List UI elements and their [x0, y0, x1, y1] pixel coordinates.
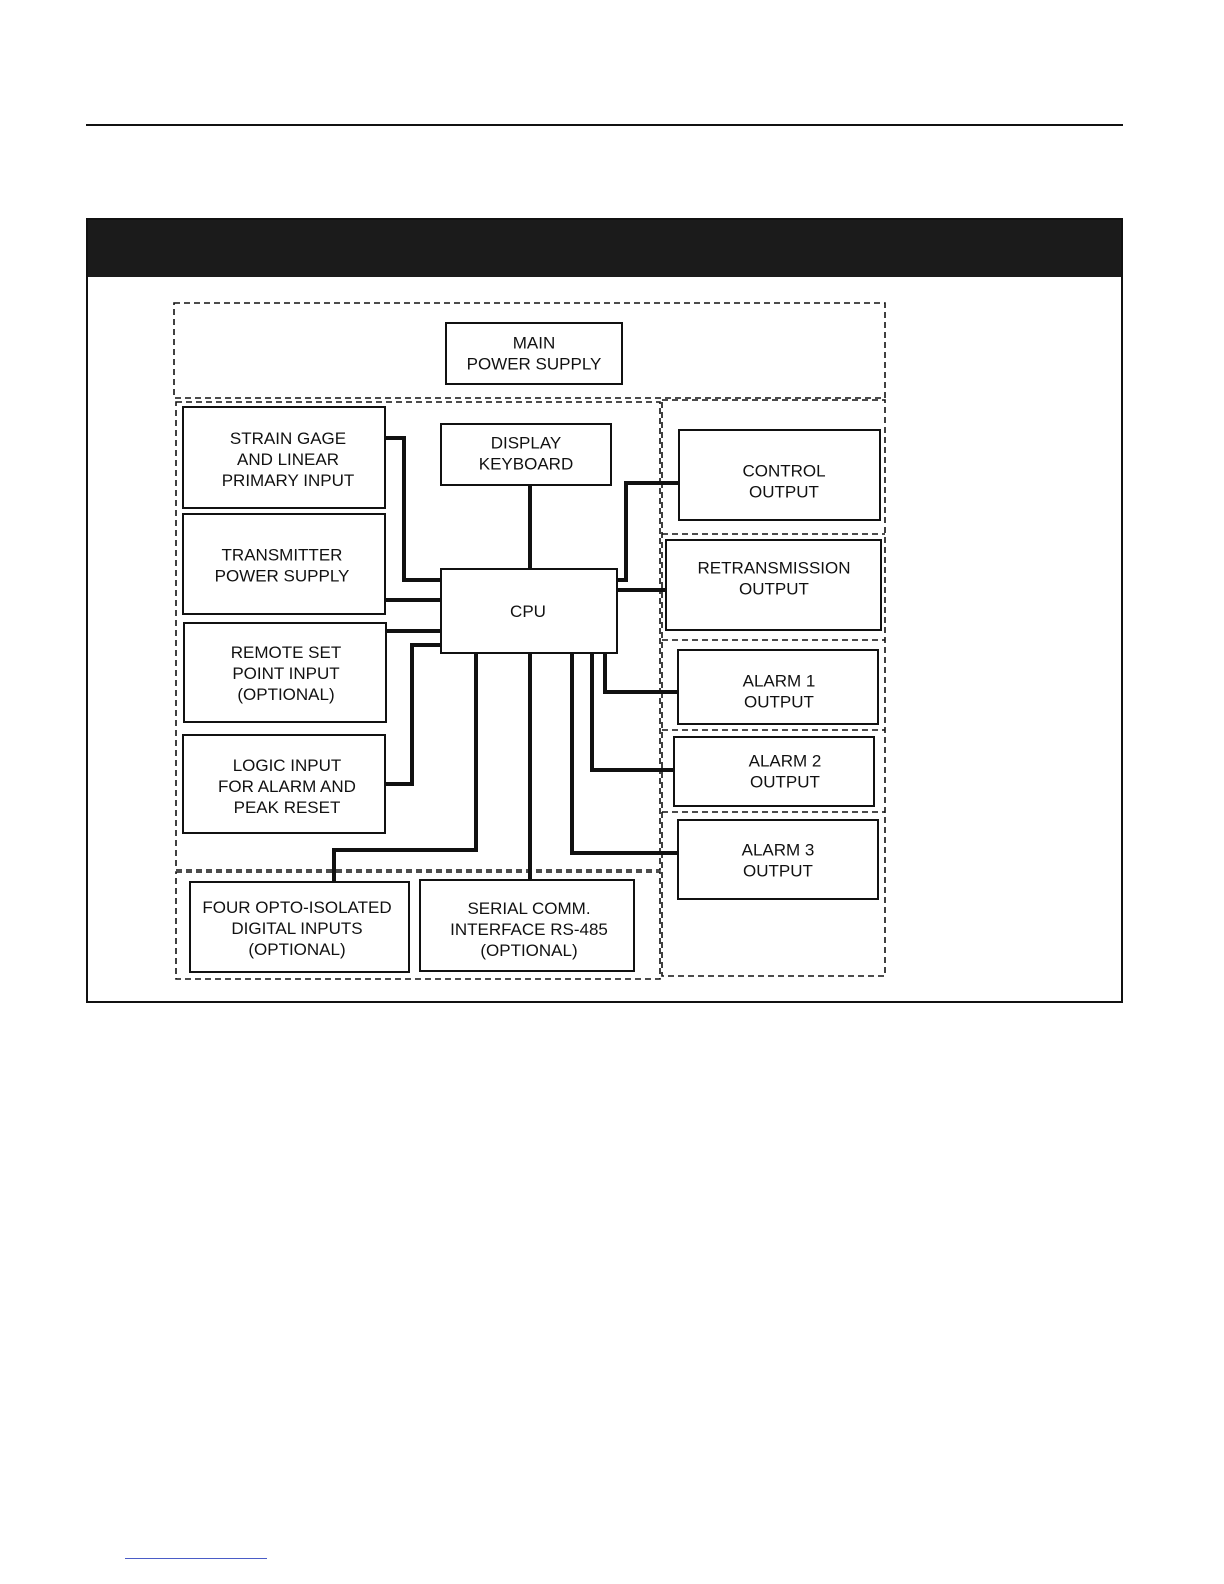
cpu-to-alarm1-line — [603, 653, 678, 694]
digital-inputs-label-line: FOUR OPTO-ISOLATED — [202, 898, 391, 917]
alarm2-output-label: ALARM 2 OUTPUT — [749, 752, 822, 792]
figure-header-bar — [88, 220, 1121, 277]
block-labels: MAIN POWER SUPPLY DISPLAY KEYBOARD CPU STRAIN… — [202, 334, 850, 961]
retransmission-output-label-line: OUTPUT — [739, 580, 809, 599]
retransmission-output-label: RETRANSMISSION OUTPUT — [697, 559, 850, 599]
digital-inputs-label-line: DIGITAL INPUTS — [231, 919, 362, 938]
cpu-block — [440, 568, 618, 654]
strain-gage-input-label-line: PRIMARY INPUT — [222, 471, 355, 490]
display-keyboard-label: DISPLAY KEYBOARD — [479, 434, 573, 474]
remote-set-point-input-label-line: POINT INPUT — [232, 664, 339, 683]
alarm1-output-label-line: ALARM 1 — [743, 672, 816, 691]
main-power-supply-block — [445, 322, 623, 385]
remote-set-point-input-block — [183, 622, 387, 723]
control-output-label: CONTROL OUTPUT — [742, 462, 825, 502]
cpu-label: CPU — [510, 602, 546, 621]
transmitter-power-supply-label: TRANSMITTER POWER SUPPLY — [215, 546, 350, 586]
logic-input-label-line: FOR ALARM AND — [218, 777, 356, 796]
main-power-supply-label-line: MAIN — [513, 334, 556, 353]
alarm3-output-block — [677, 819, 879, 900]
strain-gage-input-label-line: AND LINEAR — [237, 450, 339, 469]
footer-link-underline — [125, 1558, 267, 1559]
remote-set-point-input-label: REMOTE SET POINT INPUT (OPTIONAL) — [231, 643, 342, 704]
alarm2-output-block — [673, 736, 875, 807]
digital-inputs-label-line: (OPTIONAL) — [248, 940, 345, 959]
alarm3-output-label-line: OUTPUT — [743, 862, 813, 881]
digital-inputs-to-cpu-line — [332, 653, 478, 882]
transmitter-power-supply-label-line: TRANSMITTER — [222, 546, 343, 565]
logic-input-label: LOGIC INPUT FOR ALARM AND PEAK RESET — [218, 756, 356, 817]
control-output-label-line: CONTROL — [742, 462, 825, 481]
serial-comm-block — [419, 879, 635, 972]
connection-lines — [332, 436, 679, 882]
strain-gage-input-label: STRAIN GAGE AND LINEAR PRIMARY INPUT — [222, 429, 355, 490]
main-power-supply-label: MAIN POWER SUPPLY — [467, 334, 602, 374]
options-region — [175, 871, 661, 980]
strain-gage-input-label-line: STRAIN GAGE — [230, 429, 346, 448]
remote-set-point-input-label-line: REMOTE SET — [231, 643, 342, 662]
alarm1-output-label: ALARM 1 OUTPUT — [743, 672, 816, 712]
alarm3-output-label: ALARM 3 OUTPUT — [742, 841, 815, 881]
logic-input-to-cpu-line — [385, 643, 441, 786]
alarm1-output-block — [677, 649, 879, 725]
cpu-to-alarm3-line — [570, 653, 678, 855]
blocks — [182, 322, 882, 973]
strain-gage-to-cpu-line — [385, 436, 441, 582]
digital-inputs-label: FOUR OPTO-ISOLATED DIGITAL INPUTS (OPTIONA… — [202, 898, 391, 959]
alarm2-output-label-line: OUTPUT — [750, 773, 820, 792]
cpu-to-control-output-line — [617, 481, 679, 582]
display-keyboard-label-line: KEYBOARD — [479, 455, 573, 474]
transmitter-power-supply-block — [182, 513, 386, 615]
retransmission-output-label-line: RETRANSMISSION — [697, 559, 850, 578]
dashed-regions — [173, 302, 886, 980]
serial-comm-label-line: SERIAL COMM. — [467, 899, 590, 918]
serial-comm-label: SERIAL COMM. INTERFACE RS-485 (OPTIONAL) — [450, 899, 608, 960]
display-keyboard-label-line: DISPLAY — [491, 434, 562, 453]
serial-comm-label-line: INTERFACE RS-485 — [450, 920, 608, 939]
power-supply-region — [173, 302, 886, 399]
cpu-label-line: CPU — [510, 602, 546, 621]
cpu-to-alarm2-line — [590, 653, 674, 772]
control-output-block — [678, 429, 881, 521]
transmitter-power-supply-label-line: POWER SUPPLY — [215, 567, 350, 586]
top-horizontal-rule — [86, 124, 1123, 126]
input-cpu-region — [175, 401, 661, 871]
strain-gage-input-block — [182, 406, 386, 509]
main-power-supply-label-line: POWER SUPPLY — [467, 355, 602, 374]
alarm2-output-label-line: ALARM 2 — [749, 752, 822, 771]
remote-set-point-input-label-line: (OPTIONAL) — [237, 685, 334, 704]
logic-input-block — [182, 734, 386, 834]
serial-comm-label-line: (OPTIONAL) — [480, 941, 577, 960]
logic-input-label-line: PEAK RESET — [234, 798, 341, 817]
alarm3-output-label-line: ALARM 3 — [742, 841, 815, 860]
logic-input-label-line: LOGIC INPUT — [233, 756, 342, 775]
alarm1-output-label-line: OUTPUT — [744, 693, 814, 712]
retransmission-output-block — [665, 539, 882, 631]
digital-inputs-block — [189, 881, 410, 973]
display-keyboard-block — [440, 423, 612, 486]
control-output-label-line: OUTPUT — [749, 483, 819, 502]
output-region — [661, 399, 886, 977]
